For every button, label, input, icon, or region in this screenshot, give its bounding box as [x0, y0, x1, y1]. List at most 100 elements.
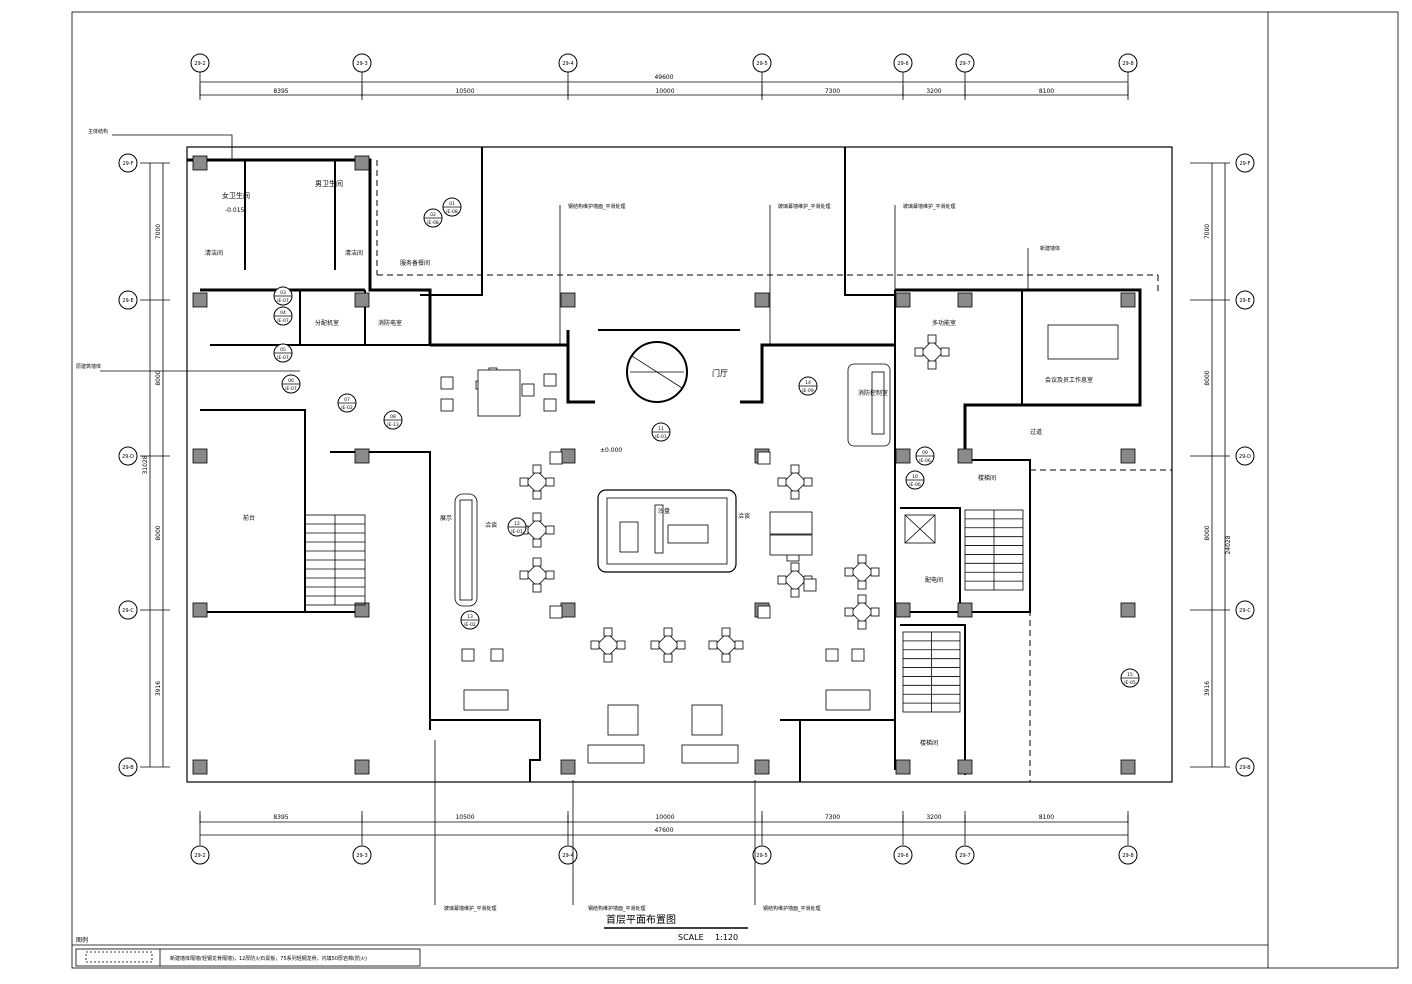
structural-column — [957, 759, 973, 775]
note-top-left: 主体结构 — [88, 128, 108, 135]
horizontal-grid — [140, 162, 1230, 768]
structural-column — [354, 292, 370, 308]
svg-text:29-3: 29-3 — [356, 61, 367, 67]
svg-text:29-F: 29-F — [122, 161, 133, 167]
structural-column — [1120, 602, 1136, 618]
svg-text:IE-01: IE-01 — [511, 529, 523, 535]
structural-column — [957, 448, 973, 464]
room-janitor-right: 清洁间 — [345, 249, 363, 257]
svg-text:29-5: 29-5 — [756, 61, 767, 67]
elevator — [904, 514, 936, 544]
axis-bubble: 29-7 — [955, 53, 975, 73]
reception-desk — [454, 493, 478, 607]
note-bottom-1: 玻璃幕墙维护_平滑处理 — [444, 905, 497, 912]
legend: 图例 新建墙体隔墙(轻钢龙骨隔墙)，12厚防火石膏板，75系列轻钢龙骨，内填50… — [75, 936, 421, 967]
leader-notes: 主体结构 原建筑墙体 钢结构维护墙面_平滑处理 玻璃幕墙维护_平滑处理 玻璃幕墙… — [76, 128, 1060, 912]
armchair — [757, 605, 771, 619]
armchair — [440, 398, 454, 412]
building-outline — [186, 146, 1173, 783]
armchair — [825, 648, 839, 662]
svg-text:29-2: 29-2 — [194, 853, 205, 859]
dimension-span: 3200 — [926, 814, 941, 821]
structural-column — [754, 292, 770, 308]
armchair — [757, 451, 771, 465]
structural-column — [354, 602, 370, 618]
table-set — [650, 627, 686, 663]
right-stair — [964, 509, 1024, 591]
svg-text:11: 11 — [658, 426, 664, 432]
structural-column — [192, 448, 208, 464]
dimension-span: 8000 — [155, 370, 162, 385]
axis-bubble: 29-B — [1235, 757, 1255, 777]
left-total-dimension: 31028 — [142, 455, 149, 474]
svg-text:29-B: 29-B — [122, 765, 134, 771]
svg-text:29-7: 29-7 — [959, 853, 970, 859]
elevation-tags: 01IE-0802IE-0803IE-0704IE-0705IE-0706IE-… — [273, 197, 1140, 688]
axis-bubble: 29-C — [118, 600, 138, 620]
structural-column — [895, 602, 911, 618]
right-total-dimension: 24028 — [1225, 535, 1232, 554]
svg-text:02: 02 — [430, 212, 436, 218]
structural-column — [192, 602, 208, 618]
svg-text:29-6: 29-6 — [897, 61, 908, 67]
dimension-span: 8395 — [273, 88, 288, 95]
bottom-total-dimension: 47600 — [654, 827, 673, 834]
svg-text:IE-09: IE-09 — [802, 388, 814, 394]
axis-bubble: 29-B — [118, 757, 138, 777]
room-display: 展示 — [440, 515, 452, 522]
armchair — [543, 373, 557, 387]
dimension-span: 10500 — [455, 814, 474, 821]
axis-bubble: 29-E — [118, 290, 138, 310]
armchair — [490, 648, 504, 662]
dimension-span: 3200 — [926, 88, 941, 95]
scale-value: 1:120 — [715, 933, 738, 942]
armchair — [461, 648, 475, 662]
room-lift: 消防电室 — [378, 319, 402, 327]
structural-column — [192, 292, 208, 308]
dimension-span: 8100 — [1039, 814, 1054, 821]
armchair — [549, 451, 563, 465]
room-fire-control: 消防控制室 — [858, 389, 888, 397]
svg-text:29-E: 29-E — [122, 298, 133, 304]
svg-text:01: 01 — [449, 201, 455, 207]
svg-text:IE-02: IE-02 — [464, 622, 476, 628]
note-4: 新建墙体 — [1040, 245, 1060, 252]
table-set — [519, 464, 555, 500]
structural-column — [957, 602, 973, 618]
svg-text:IE-07: IE-07 — [277, 318, 289, 324]
axis-bubble: 29-2 — [190, 845, 210, 865]
room-male-wc: 男卫生间 — [315, 179, 343, 188]
note-3: 玻璃幕墙维护_平滑处理 — [903, 203, 956, 210]
table-set — [519, 557, 555, 593]
structural-column — [895, 292, 911, 308]
axis-bubble: 29-6 — [893, 845, 913, 865]
room-corridor: 过道 — [1030, 428, 1042, 436]
svg-text:IE-02: IE-02 — [341, 405, 353, 411]
armchair — [851, 648, 865, 662]
svg-text:IE-01: IE-01 — [655, 434, 667, 440]
axis-bubble: 29-C — [1235, 600, 1255, 620]
table-set — [914, 334, 950, 370]
axis-bubble: 29-F — [1235, 153, 1255, 173]
svg-text:13: 13 — [467, 614, 473, 620]
svg-text:IE-08: IE-08 — [446, 209, 458, 215]
axis-bubble: 29-6 — [893, 53, 913, 73]
legend-text: 新建墙体隔墙(轻钢龙骨隔墙)，12厚防火石膏板，75系列轻钢龙骨，内填50厚岩棉… — [170, 955, 367, 962]
svg-text:29-C: 29-C — [1239, 608, 1251, 614]
dimension-span: 8100 — [1039, 88, 1054, 95]
armchair — [440, 376, 454, 390]
structural-column — [354, 155, 370, 171]
